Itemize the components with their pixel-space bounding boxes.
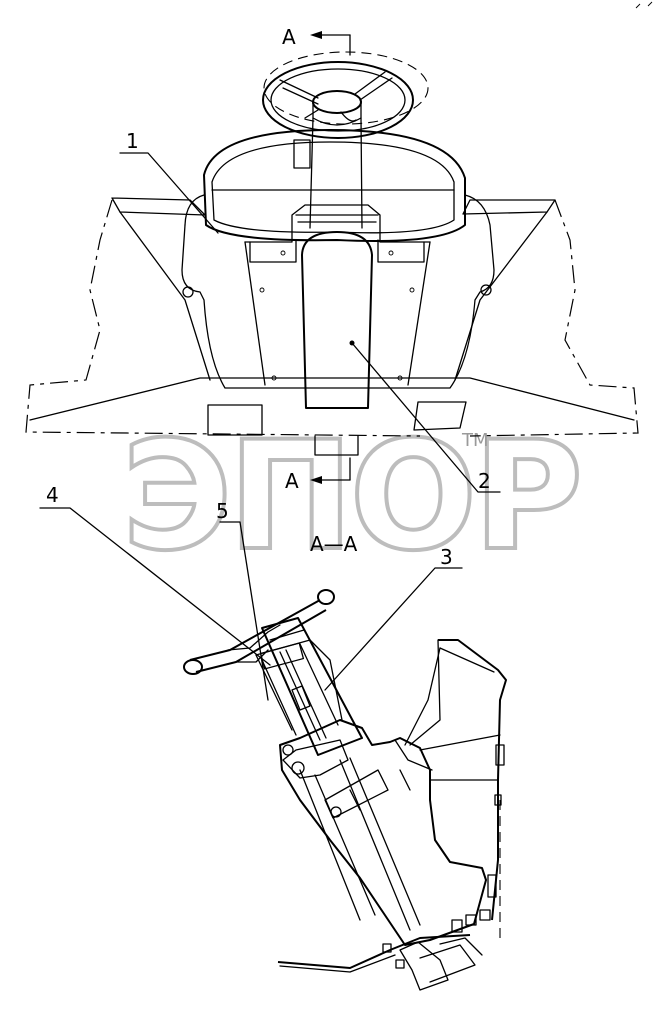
column-shroud xyxy=(295,214,379,409)
floor-panel xyxy=(404,639,507,940)
leaders: 1 2 3 4 5 xyxy=(39,129,501,701)
part-label-5: 5 xyxy=(216,499,229,523)
part-label-3: 3 xyxy=(440,545,453,569)
part-label-1: 1 xyxy=(126,129,139,153)
section-view: A—A xyxy=(183,532,507,991)
steering-column xyxy=(293,117,363,229)
section-marker-bottom: A xyxy=(285,457,351,493)
column-upper xyxy=(255,617,363,756)
steering-housing xyxy=(181,129,495,389)
watermark-trademark: TM xyxy=(461,430,489,451)
watermark-text: ЭПОР xyxy=(122,410,579,584)
corner-marks xyxy=(635,1,653,9)
watermark: ЭПОР TM xyxy=(120,408,585,586)
section-view-title: A—A xyxy=(310,532,358,556)
part-label-2: 2 xyxy=(478,469,491,493)
section-marker-top: A xyxy=(282,25,351,56)
section-label-top: A xyxy=(282,25,296,49)
pedal-base xyxy=(277,919,483,991)
cab-outline xyxy=(25,197,639,437)
column-housing xyxy=(279,719,487,946)
steering-wheel-top xyxy=(262,51,429,139)
front-view: A A xyxy=(25,25,639,493)
section-label-bottom: A xyxy=(285,469,299,493)
part-label-4: 4 xyxy=(46,483,59,507)
pedals xyxy=(207,401,467,456)
